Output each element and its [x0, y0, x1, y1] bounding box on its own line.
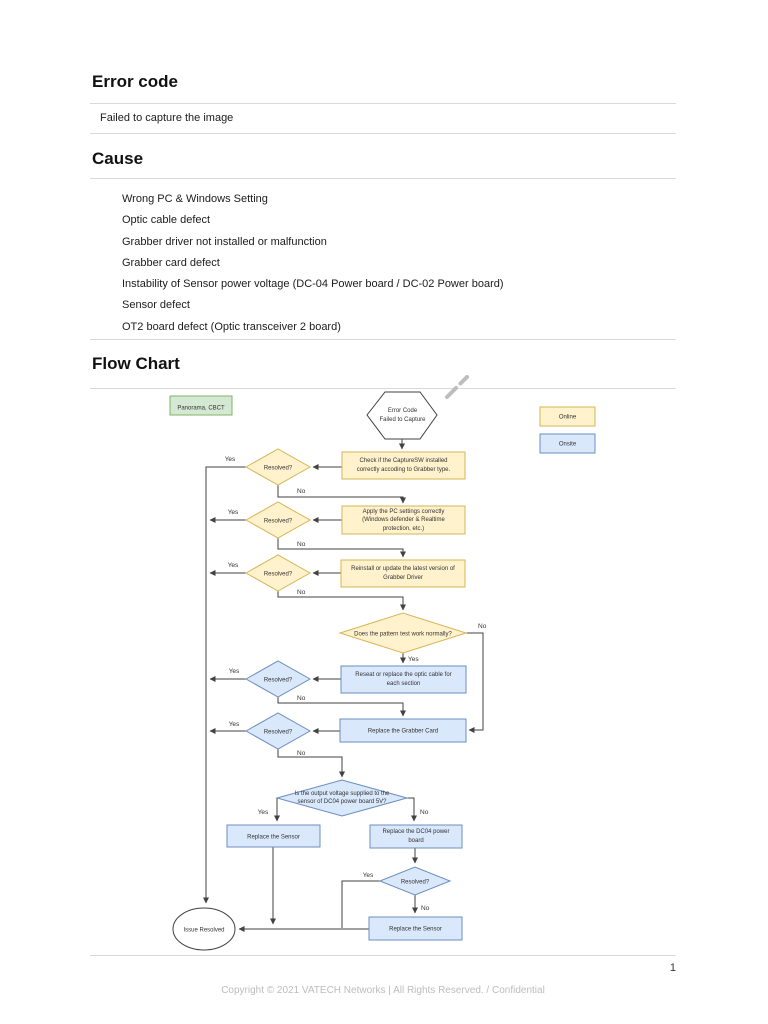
cause-item: Optic cable defect [122, 214, 211, 227]
apply-pc-settings-label: Apply the PC settings correctly (Windows… [362, 509, 445, 532]
issue-resolved-ellipse [172, 907, 236, 951]
voltage-check-label-wrap: Is the output voltage supplied to the se… [294, 790, 390, 805]
resolved6-label: Resolved? [401, 880, 430, 886]
voltage-yes-label: Yes [258, 809, 269, 816]
cause-item: Wrong PC & Windows Setting [122, 193, 268, 205]
reinstall-driver-box [340, 559, 466, 588]
cause-item: Grabber driver not installed or malfunct… [122, 235, 327, 248]
connector-yes-rail-to-issue-resolved [203, 466, 246, 904]
connector-resolved6-yes [341, 880, 380, 928]
check-capturesw-box [341, 451, 466, 480]
resolved1-no-label: No [297, 488, 306, 495]
divider [90, 339, 676, 340]
replace-grabber-card-label: Replace the Grabber Card [368, 729, 438, 735]
connector-resolved3-no [277, 591, 406, 611]
branch-labels: Yes No Yes No Yes No No Yes Yes No Yes N… [225, 456, 487, 912]
resolved6-no-label: No [421, 905, 430, 912]
reseat-optic-cable-label-wrap: Reseat or replace the optic cable for ea… [355, 672, 452, 687]
divider [90, 178, 676, 179]
cause-item: Instability of Sensor power voltage (DC-… [122, 278, 504, 291]
start-hexagon-label: Error Code Failed to Capture [379, 408, 426, 423]
start-hexagon-label-wrap: Error Code Failed to Capture [379, 408, 426, 423]
apply-pc-settings-box [341, 505, 466, 535]
check-capturesw-label-wrap: Check if the CaptureSW installed correct… [356, 458, 451, 473]
replace-sensor-label: Replace the Sensor [247, 835, 300, 841]
page-number: 1 [669, 962, 676, 974]
replace-sensor-box [226, 824, 321, 848]
replace-dc04-label: Replace the DC04 power board [382, 829, 450, 844]
check-capturesw-label: Check if the CaptureSW installed correct… [356, 458, 451, 473]
divider [90, 133, 676, 134]
legend-online-swatch [539, 406, 596, 427]
resolved3-yes-label: Yes [228, 562, 239, 569]
legend: Online Onsite [539, 406, 596, 454]
divider [90, 103, 676, 104]
flow-chart-heading: Flow Chart [92, 354, 180, 373]
resolved2-yes-label: Yes [228, 509, 239, 516]
resolved4-yes-label: Yes [229, 668, 240, 675]
connector-resolved1-no [277, 485, 406, 504]
resolved4-diamond [244, 660, 312, 698]
connector-resolved2-no [277, 538, 406, 558]
modality-tag-box [169, 395, 233, 416]
resolved6-diamond [378, 866, 452, 896]
reseat-optic-cable-box [340, 665, 467, 694]
resolved4-label: Resolved? [264, 678, 293, 684]
pattern-test-diamond [338, 612, 468, 654]
resolved2-diamond [244, 501, 312, 539]
issue-resolved-label: Issue Resolved [183, 928, 224, 934]
cause-item: Sensor defect [122, 299, 190, 312]
footer-copyright: Copyright © 2021 VATECH Networks | All R… [221, 985, 545, 996]
replace-sensor-final-box [368, 916, 463, 941]
connector-resolved5-no [277, 749, 345, 778]
resolved6-yes-label: Yes [363, 872, 374, 879]
resolved3-no-label: No [297, 589, 306, 596]
resolved1-diamond [244, 448, 312, 486]
replace-dc04-label-wrap: Replace the DC04 power board [382, 829, 450, 844]
voltage-check-label: Is the output voltage supplied to the se… [294, 790, 390, 805]
pattern-no-label: No [478, 623, 487, 630]
resolved4-no-label: No [297, 695, 306, 702]
apply-pc-settings-label-wrap: Apply the PC settings correctly (Windows… [362, 509, 445, 532]
connector-voltage-no [407, 797, 417, 822]
replace-grabber-card-box [339, 718, 467, 743]
pattern-test-label: Does the pattern test work normally? [354, 632, 452, 638]
connector-pattern-no [466, 632, 484, 733]
resolved5-yes-label: Yes [229, 721, 240, 728]
cause-item: OT2 board defect (Optic transceiver 2 bo… [122, 320, 341, 333]
resolved3-label: Resolved? [264, 572, 293, 578]
error-code-heading: Error code [92, 72, 178, 91]
error-code-value: Failed to capture the image [100, 112, 234, 124]
pattern-yes-label: Yes [408, 656, 419, 663]
resolved5-label: Resolved? [264, 730, 293, 736]
pencil-mark-icon [445, 375, 469, 399]
legend-online-label: Online [559, 415, 577, 421]
resolved5-no-label: No [297, 750, 306, 757]
cause-heading: Cause [92, 149, 144, 168]
legend-onsite-label: Onsite [559, 442, 577, 448]
connector-resolved4-no [277, 697, 406, 717]
start-hexagon [366, 391, 438, 440]
footer-divider [90, 955, 676, 956]
resolved5-diamond [244, 712, 312, 750]
reseat-optic-cable-label: Reseat or replace the optic cable for ea… [355, 672, 452, 687]
reinstall-driver-label: Reinstall or update the latest version o… [351, 566, 455, 581]
resolved1-label: Resolved? [264, 466, 293, 472]
connectors [203, 439, 484, 932]
voltage-check-diamond [275, 779, 409, 817]
resolved2-label: Resolved? [264, 519, 293, 525]
divider [90, 388, 676, 389]
replace-dc04-box [369, 824, 463, 849]
reinstall-driver-label-wrap: Reinstall or update the latest version o… [351, 566, 455, 581]
voltage-no-label: No [420, 809, 429, 816]
resolved3-diamond [244, 554, 312, 592]
replace-sensor-final-label: Replace the Sensor [389, 927, 442, 933]
modality-tag-label: Panorama, CBCT [177, 406, 225, 412]
cause-list: Wrong PC & Windows Setting Optic cable d… [122, 189, 504, 338]
cause-item: Grabber card defect [122, 256, 220, 269]
resolved2-no-label: No [297, 541, 306, 548]
legend-onsite-swatch [539, 433, 596, 454]
resolved1-yes-label: Yes [225, 456, 236, 463]
